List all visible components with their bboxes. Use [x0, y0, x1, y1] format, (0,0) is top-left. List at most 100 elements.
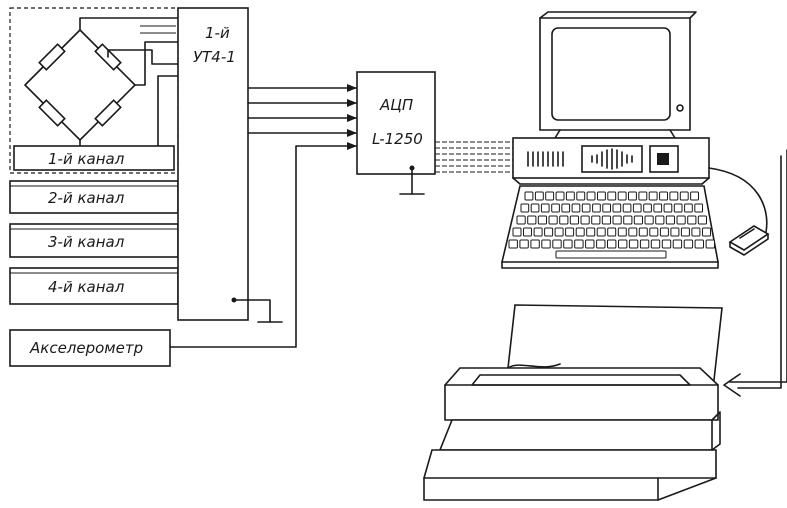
adc-box — [356, 71, 436, 175]
keyboard-key — [617, 227, 627, 237]
keyboard-key — [592, 203, 601, 213]
keyboard-key — [633, 215, 643, 225]
keyboard-key — [670, 227, 680, 237]
keyboard-key — [534, 191, 544, 201]
keyboard-key — [655, 215, 665, 225]
channel-1-label: 1-й канал — [48, 150, 125, 168]
amplifier-label-line2: УТ4-1 — [193, 48, 236, 66]
keyboard-key — [694, 203, 703, 213]
keyboard-keys — [508, 191, 715, 259]
monitor — [539, 11, 697, 139]
keyboard-key — [649, 227, 659, 237]
keyboard-key — [676, 215, 686, 225]
keyboard-key — [527, 215, 537, 225]
keyboard-key — [643, 203, 652, 213]
keyboard-key — [565, 191, 575, 201]
keyboard-key — [597, 191, 606, 201]
keyboard-key — [697, 215, 707, 225]
keyboard-key — [659, 191, 668, 201]
computer — [500, 11, 770, 269]
channel-4-label: 4-й канал — [48, 278, 125, 296]
keyboard-key — [644, 215, 654, 225]
power-button-icon — [657, 153, 669, 165]
keyboard-key — [585, 239, 595, 249]
channel-3-block: 3-й канал — [9, 223, 179, 258]
keyboard-key — [623, 215, 633, 225]
keyboard-key — [687, 215, 697, 225]
channel-1-dashed-frame — [9, 7, 179, 174]
keyboard-key — [679, 191, 689, 201]
channel-3-label: 3-й канал — [48, 233, 125, 251]
channel-2-block: 2-й канал — [9, 180, 179, 214]
keyboard-key — [591, 215, 601, 225]
adc-label-line2: L-1250 — [372, 130, 423, 148]
bridge-wires — [79, 17, 179, 151]
keyboard-key — [602, 203, 611, 213]
keyboard-key — [561, 203, 571, 213]
adc-label-line1: АЦП — [379, 96, 413, 114]
keyboard-key — [537, 215, 547, 225]
keyboard-key — [524, 191, 534, 201]
strain-gauge-bridge — [24, 29, 136, 141]
keyboard-key — [694, 239, 704, 249]
keyboard-key — [628, 239, 639, 249]
keyboard-key — [705, 239, 715, 249]
keyboard-key — [673, 203, 683, 213]
keyboard-key — [523, 227, 532, 237]
keyboard-key — [638, 191, 648, 201]
keyboard-key — [632, 203, 642, 213]
keyboard-key — [607, 227, 617, 237]
keyboard-spacebar — [555, 250, 667, 259]
keyboard-key — [628, 191, 637, 201]
channel-1-block: 1-й канал — [9, 7, 179, 174]
keyboard-key — [554, 227, 564, 237]
keyboard-key — [559, 215, 569, 225]
mouse — [708, 167, 770, 256]
keyboard — [500, 185, 719, 269]
keyboard-key — [702, 227, 711, 237]
keyboard-key — [672, 239, 683, 249]
keyboard-key — [648, 191, 658, 201]
keyboard-key — [555, 191, 565, 201]
accelerometer-label: Акселерометр — [29, 339, 143, 357]
keyboard-key — [508, 239, 518, 249]
keyboard-key — [544, 227, 554, 237]
keyboard-key — [581, 203, 591, 213]
keyboard-key — [612, 203, 622, 213]
keyboard-key — [530, 239, 540, 249]
drive-bars — [591, 148, 633, 170]
keyboard-key — [516, 215, 526, 225]
keyboard-key — [551, 203, 560, 213]
keyboard-key — [569, 215, 579, 225]
printer — [422, 149, 787, 501]
keyboard-key — [565, 227, 575, 237]
keyboard-key — [596, 227, 606, 237]
keyboard-key — [665, 215, 675, 225]
keyboard-key — [617, 191, 627, 201]
keyboard-key — [622, 203, 632, 213]
amplifier-block: 1-й УТ4-1 — [177, 7, 283, 323]
keyboard-key — [659, 227, 669, 237]
system-unit — [512, 137, 710, 185]
amplifier-label-line1: 1-й — [205, 24, 230, 42]
keyboard-key — [586, 227, 596, 237]
keyboard-key — [571, 203, 581, 213]
channel-1-label-box — [13, 145, 175, 171]
keyboard-key — [661, 239, 672, 249]
amplifier-to-adc-arrows — [169, 84, 357, 348]
keyboard-key — [639, 239, 650, 249]
keyboard-key — [691, 227, 701, 237]
keyboard-key — [545, 191, 555, 201]
keyboard-key — [552, 239, 562, 249]
keyboard-key — [612, 215, 622, 225]
keyboard-key — [575, 227, 585, 237]
keyboard-key — [519, 239, 529, 249]
channel-4-block: 4-й канал — [9, 267, 179, 305]
keyboard-key — [574, 239, 584, 249]
keyboard-key — [607, 239, 617, 249]
keyboard-key — [576, 191, 586, 201]
printer-input-arrow — [723, 373, 741, 397]
keyboard-key — [601, 215, 611, 225]
keyboard-key — [669, 191, 679, 201]
